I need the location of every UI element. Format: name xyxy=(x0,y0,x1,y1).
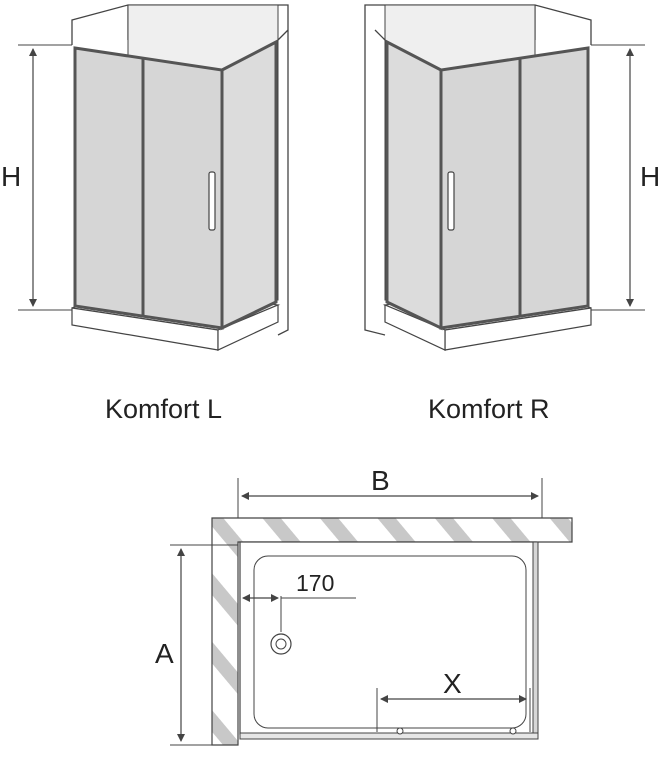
opening-label: X xyxy=(443,668,462,699)
view-komfort-l: H Komfort L xyxy=(1,4,289,424)
width-label: B xyxy=(371,465,390,496)
plan-view: B A 170 X xyxy=(155,465,573,746)
view-komfort-r xyxy=(364,4,645,351)
side-glass-plan xyxy=(532,541,539,739)
door-handle xyxy=(208,171,216,231)
depth-label: A xyxy=(155,638,174,669)
front-glass xyxy=(73,46,224,330)
drain-plan xyxy=(270,633,292,655)
height-label-left: H xyxy=(1,161,21,192)
side-glass xyxy=(220,39,278,331)
tray-side xyxy=(217,304,279,351)
height-label-right: H xyxy=(640,161,660,192)
tray-inner xyxy=(253,555,527,729)
front-rail-plan xyxy=(239,732,539,740)
caption-komfort-r: Komfort R xyxy=(428,394,550,424)
drain-offset-label: 170 xyxy=(296,570,334,596)
tray-plan xyxy=(239,541,537,735)
caption-komfort-l: Komfort L xyxy=(105,394,222,424)
